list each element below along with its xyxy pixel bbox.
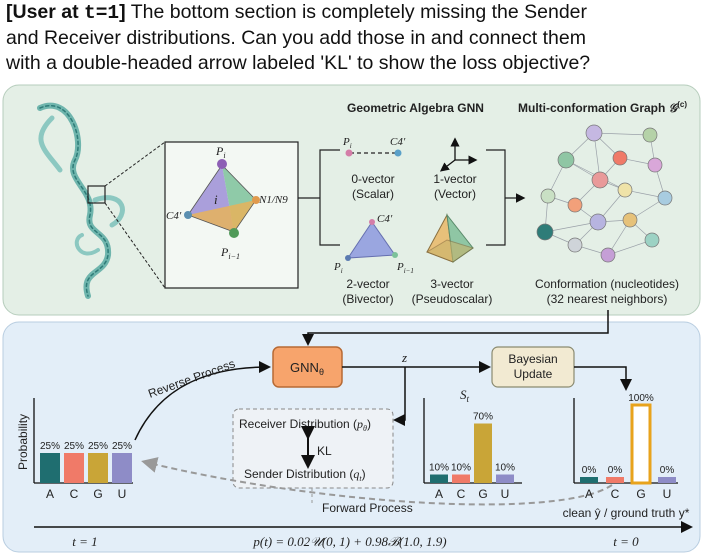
bar-value-label: 70% <box>473 412 493 423</box>
prompt-tag-close: ] <box>119 1 126 23</box>
vec3-kind: (Pseudoscalar) <box>412 292 493 306</box>
bar-value-label: 10% <box>429 463 449 474</box>
zoom-line-top <box>104 141 166 187</box>
prompt-tag-time: t=1 <box>84 2 120 24</box>
category-tick-label: C <box>457 487 466 501</box>
sender-distribution-label: Sender Distribution (qt) <box>244 467 366 483</box>
vec0-c4-label: C4′ <box>390 136 406 148</box>
gnn-title: Geometric Algebra GNN <box>347 101 484 115</box>
bayes-line-2: Update <box>514 367 553 381</box>
category-tick-label: U <box>501 487 510 501</box>
bar-u <box>496 474 514 483</box>
bar-value-label: 10% <box>451 463 471 474</box>
user-prompt: [User at t=1] The bottom section is comp… <box>6 0 701 76</box>
category-tick-label: A <box>435 487 443 501</box>
bivector-triangle-icon <box>345 219 398 261</box>
reverse-process-arrow <box>134 361 271 441</box>
vec0-kind: (Scalar) <box>352 187 394 201</box>
vec2-c4-label: C4′ <box>377 213 393 225</box>
conformation-caption-1: Conformation (nucleotides) <box>535 277 679 291</box>
prompt-tag: [User at t=1] <box>6 1 126 24</box>
bar-c <box>64 453 84 483</box>
vec0-name: 0-vector <box>351 172 394 186</box>
tetra-i-label: i <box>214 192 218 207</box>
category-tick-label: U <box>663 487 672 501</box>
t0-label: t = 0 <box>613 534 639 549</box>
nucleotide-tetrahedron <box>184 159 260 238</box>
tetra-pim1-label: Pi−1 <box>220 245 240 261</box>
st-chart: 10% A 10% C 70% G 10% U <box>429 412 515 502</box>
bar-value-label: 0% <box>608 465 623 476</box>
category-tick-label: C <box>70 487 79 501</box>
bayes-line-1: Bayesian <box>508 352 557 366</box>
prompt-line-1: The bottom section is completely missing… <box>125 1 588 23</box>
axes-icon <box>439 137 478 172</box>
vec2-pim1-label: Pi−1 <box>396 261 414 275</box>
z-to-receiver-arrow <box>393 367 406 426</box>
tetra-n1-label: N1/N9 <box>258 194 288 206</box>
vec1-kind: (Vector) <box>434 187 476 201</box>
bar-value-label: 0% <box>660 465 675 476</box>
category-tick-label: A <box>46 487 54 501</box>
bar-value-label: 25% <box>64 441 84 452</box>
zoom-line-bottom <box>104 202 166 289</box>
category-tick-label: G <box>478 487 487 501</box>
bar-a <box>580 477 598 483</box>
probability-axis-label: Probability <box>16 414 30 470</box>
bayes-to-clean-arrow <box>574 366 632 391</box>
bar-value-label: 25% <box>112 441 132 452</box>
vec3-name: 3-vector <box>430 277 473 291</box>
pseudoscalar-pyramid-icon <box>425 213 475 263</box>
conformation-graph <box>536 124 673 263</box>
bar-g <box>88 453 108 483</box>
vec2-kind: (Bivector) <box>342 292 393 306</box>
st-label: St <box>460 387 470 404</box>
bar-g <box>630 403 652 485</box>
bar-c <box>452 474 470 483</box>
forward-process-arrow <box>141 457 613 506</box>
tetra-c4-label: C4′ <box>166 210 182 222</box>
prompt-line-2: and Receiver distributions. Can you add … <box>6 27 586 49</box>
graph-to-gnn-arrow <box>302 310 609 346</box>
category-tick-label: G <box>93 487 102 501</box>
vec1-name: 1-vector <box>433 172 476 186</box>
tetra-pi-label: Pi <box>215 144 226 160</box>
vec2-name: 2-vector <box>346 277 389 291</box>
bar-value-label: 100% <box>628 393 654 404</box>
prompt-line-3: with a double-headed arrow labeled 'KL' … <box>6 52 591 74</box>
gnn-box-label: GNNθ <box>290 360 324 377</box>
rna-strand-illustration <box>37 102 125 299</box>
uniform-prior-chart: 25% A 25% C 25% G 25% U <box>40 441 132 501</box>
zero-vector-icon <box>345 149 402 157</box>
bar-c <box>606 477 624 483</box>
bar-value-label: 0% <box>582 465 597 476</box>
forward-process-label: Forward Process <box>322 501 413 515</box>
prompt-tag-text: [User at <box>6 1 85 23</box>
receiver-distribution-label: Receiver Distribution (pθ) <box>239 417 371 433</box>
bar-u <box>112 453 132 483</box>
vec0-pi-label: Pi <box>342 136 352 150</box>
bar-value-label: 25% <box>88 441 108 452</box>
bar-u <box>658 477 676 483</box>
bar-value-label: 10% <box>495 463 515 474</box>
ground-truth-chart: 0% A 0% C 100% G 0% U <box>580 393 676 501</box>
category-tick-label: A <box>585 487 593 501</box>
schedule-formula: p(t) = 0.02𝒰(0, 1) + 0.98ℬ(1.0, 1.9) <box>252 534 446 549</box>
category-tick-label: G <box>636 487 645 501</box>
zoom-box <box>87 185 106 204</box>
category-tick-label: C <box>611 487 620 501</box>
bar-a <box>40 453 60 483</box>
bar-a <box>430 474 448 483</box>
clean-label: clean ŷ / ground truth y* <box>563 506 690 520</box>
graph-title: Multi-conformation Graph 𝒢(c) <box>518 100 687 115</box>
vec2-pi-label: Pi <box>333 261 343 275</box>
t1-label: t = 1 <box>72 534 97 549</box>
bar-g <box>474 423 492 483</box>
conformation-caption-2: (32 nearest neighbors) <box>547 292 668 306</box>
kl-label: KL <box>317 444 332 458</box>
category-tick-label: U <box>118 487 127 501</box>
z-label: z <box>401 350 407 365</box>
bar-value-label: 25% <box>40 441 60 452</box>
